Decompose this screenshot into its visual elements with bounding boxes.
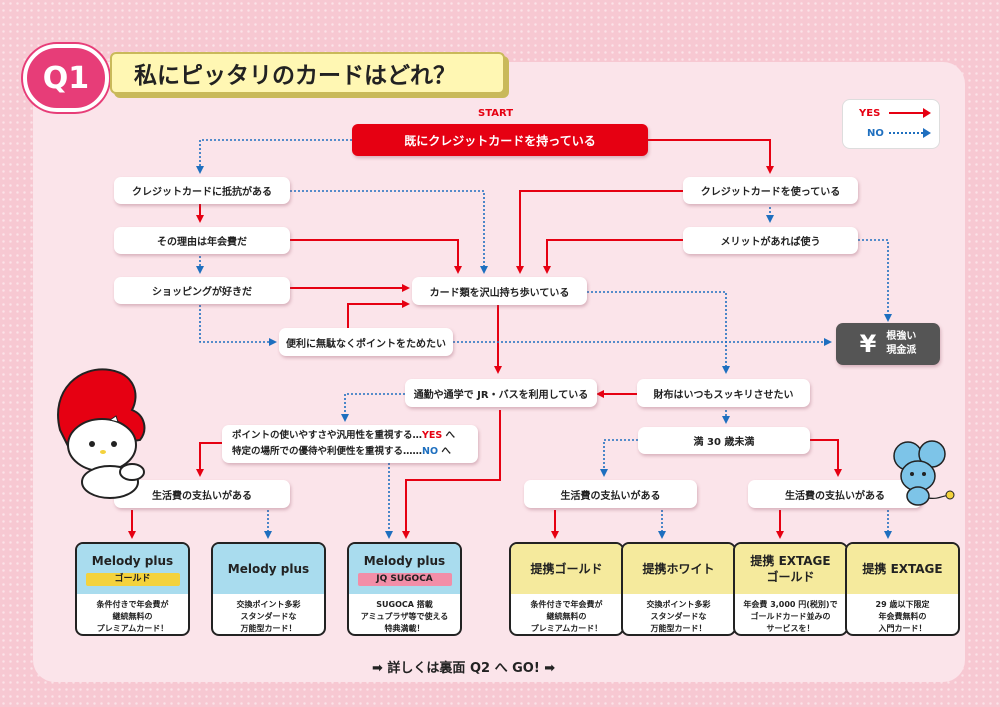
- melody-mascot-icon: [57, 368, 146, 499]
- card-title: 提携ホワイト: [642, 562, 715, 576]
- card-desc-line: スタンダードな: [650, 612, 707, 621]
- node-living-right: 生活費の支払いがある: [748, 480, 922, 508]
- card-desc-line: 29 歳以下限定: [875, 600, 930, 609]
- card-teikei-white[interactable]: 提携ホワイト 交換ポイント多彩 スタンダードな 万能型カード！: [621, 542, 736, 636]
- card-title: Melody plus: [91, 553, 174, 568]
- card-title: Melody plus: [227, 562, 310, 576]
- card-title: Melody plus: [363, 553, 446, 568]
- node-reason: その理由は年会費だ: [114, 227, 290, 254]
- cash-line-1: 根強い: [886, 331, 917, 342]
- page-title: 私にピッタリのカードはどれ？: [110, 52, 505, 94]
- card-desc-line: 条件付きで年会費が: [530, 600, 603, 609]
- node-use: クレジットカードを使っている: [683, 177, 858, 204]
- card-desc-line: プレミアムカード！: [530, 624, 603, 633]
- card-desc-line: サービスを！: [766, 624, 815, 633]
- node-living-mid: 生活費の支払いがある: [524, 480, 697, 508]
- node-points: 便利に無駄なくポイントをためたい: [279, 328, 453, 356]
- cash-line-2: 現金派: [886, 345, 917, 356]
- card-desc-line: 継続無料の: [546, 612, 587, 621]
- card-melody-plus[interactable]: Melody plus 交換ポイント多彩 スタンダードな 万能型カード！: [211, 542, 326, 636]
- card-teikei-gold[interactable]: 提携ゴールド 条件付きで年会費が 継続無料の プレミアムカード！: [509, 542, 624, 636]
- legend-yes-label: YES: [859, 108, 881, 119]
- question-badge: Q1: [23, 44, 109, 112]
- card-tag: JQ SUGOCA: [357, 572, 452, 586]
- card-desc-line: プレミアムカード！: [96, 624, 169, 633]
- card-desc-line: スタンダードな: [240, 612, 297, 621]
- node-many-cards: カード類を沢山持ち歩いている: [412, 277, 587, 305]
- card-extage-gold[interactable]: 提携 EXTAGE ゴールド 年会費 3,000 円(税別)で ゴールドカード並…: [733, 542, 848, 636]
- node-living-left: 生活費の支払いがある: [114, 480, 290, 508]
- card-desc-line: 特典満載！: [384, 624, 425, 633]
- card-desc-line: ゴールドカード並みの: [750, 612, 831, 621]
- node-resist: クレジットカードに抵抗がある: [114, 177, 290, 204]
- card-desc-line: 入門カード！: [878, 624, 927, 633]
- card-title: 提携ゴールド: [530, 562, 603, 576]
- node-cash: ¥ 根強い 現金派: [836, 323, 940, 365]
- card-desc-line: アミュプラザ等で使える: [360, 612, 449, 621]
- node-start: 既にクレジットカードを持っている: [352, 124, 648, 156]
- legend-arrows: [889, 108, 931, 138]
- card-desc-line: 万能型カード！: [650, 624, 707, 633]
- card-desc-line: 万能型カード！: [240, 624, 297, 633]
- node-under-30: 満 30 歳未満: [638, 427, 810, 454]
- card-desc-line: 年会費 3,000 円(税別)で: [743, 600, 838, 609]
- legend-no-label: NO: [867, 128, 884, 139]
- footer-note: ➡ 詳しくは裏面 Q2 へ GO! ➡: [372, 661, 556, 676]
- card-desc-line: 年会費無料の: [878, 612, 927, 621]
- mouse-mascot-icon: [893, 440, 955, 506]
- node-point-priority: ポイントの使いやすさや汎用性を重視する…YES へ 特定の場所での優待や利便性を…: [222, 425, 478, 463]
- start-label: START: [478, 108, 514, 119]
- card-desc-line: 条件付きで年会費が: [96, 600, 169, 609]
- node-commute: 通勤や通学で JR・バスを利用している: [405, 379, 597, 407]
- card-desc-line: 交換ポイント多彩: [646, 600, 711, 609]
- card-desc-line: 継続無料の: [112, 612, 153, 621]
- node-shopping: ショッピングが好きだ: [114, 277, 290, 304]
- card-desc-line: 交換ポイント多彩: [236, 600, 301, 609]
- legend: YES NO: [842, 99, 940, 149]
- node-wallet: 財布はいつもスッキリさせたい: [637, 379, 810, 407]
- card-desc-line: SUGOCA 搭載: [376, 600, 433, 609]
- card-title: 提携 EXTAGE: [862, 562, 943, 576]
- pq-line-2: 特定の場所での優待や利便性を重視する……NO へ: [232, 446, 451, 457]
- yen-icon: ¥: [859, 330, 877, 358]
- card-melody-gold[interactable]: Melody plus ゴールド 条件付きで年会費が 継続無料の プレミアムカー…: [75, 542, 190, 636]
- card-melody-sugoca[interactable]: Melody plus JQ SUGOCA SUGOCA 搭載 アミュプラザ等で…: [347, 542, 462, 636]
- card-extage[interactable]: 提携 EXTAGE 29 歳以下限定 年会費無料の 入門カード！: [845, 542, 960, 636]
- card-title: 提携 EXTAGE ゴールド: [750, 554, 831, 584]
- pq-line-1: ポイントの使いやすさや汎用性を重視する…YES へ: [232, 430, 456, 441]
- card-tag: ゴールド: [85, 572, 180, 586]
- node-merit: メリットがあれば使う: [683, 227, 858, 254]
